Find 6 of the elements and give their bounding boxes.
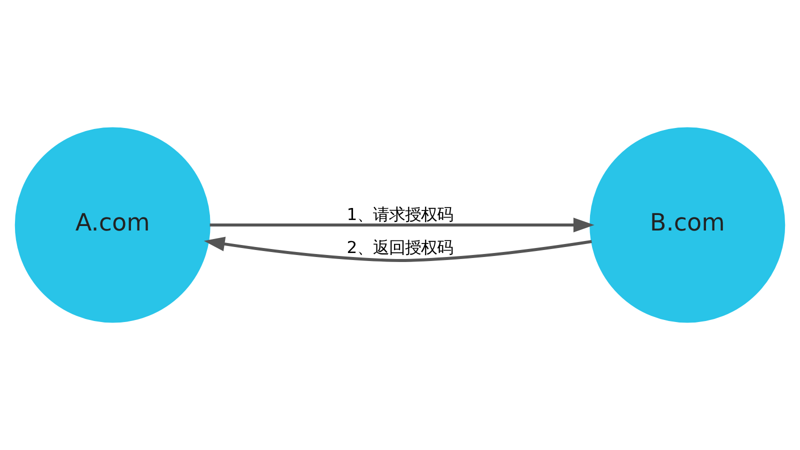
node-circle: A.com — [14, 127, 210, 323]
arrow — [204, 236, 592, 262]
edge-label: 2、返回授权码 — [346, 238, 454, 258]
arrow — [210, 218, 594, 232]
edge-label: 1、请求授权码 — [346, 205, 454, 224]
node-circle: B.com — [590, 127, 786, 323]
